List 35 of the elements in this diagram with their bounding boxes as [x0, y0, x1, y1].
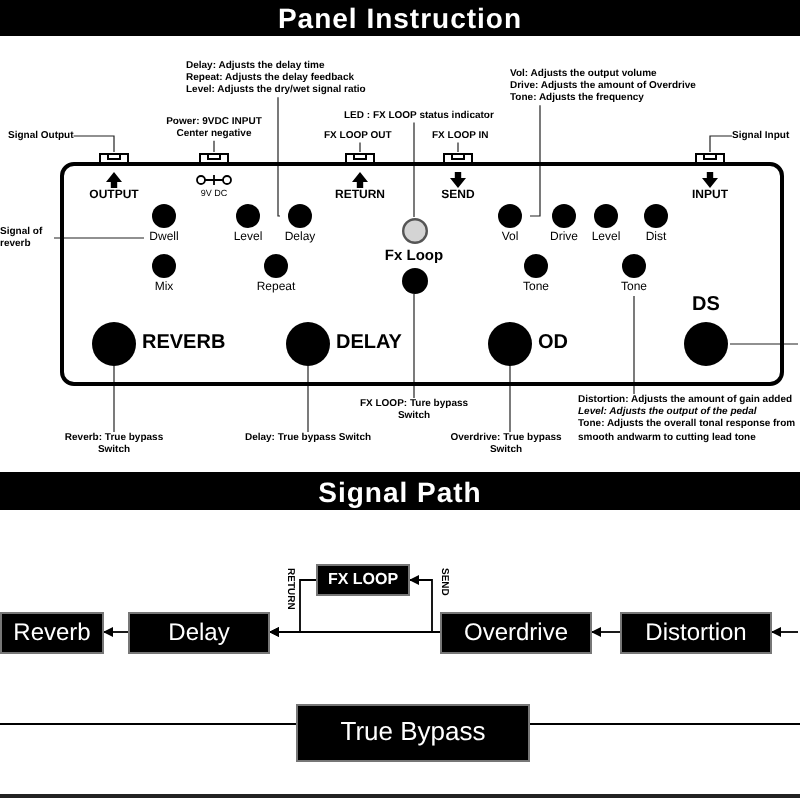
arrow — [591, 627, 621, 637]
process-box: Overdrive — [440, 612, 592, 654]
leader-line — [73, 135, 115, 153]
switch-label: OD — [538, 332, 568, 356]
leader-line — [709, 135, 733, 153]
arrow — [103, 627, 129, 637]
process-box: Reverb — [0, 612, 104, 654]
leader-line — [413, 121, 415, 218]
signal-line — [0, 723, 297, 725]
process-box: FX LOOP — [316, 564, 410, 596]
leader-line — [113, 365, 115, 433]
section-heading: Signal Path — [0, 472, 800, 510]
leader-line — [359, 141, 361, 153]
leader-line — [277, 96, 281, 217]
leader-line — [729, 343, 799, 345]
switch-label: DS — [692, 294, 720, 318]
leader-line — [633, 295, 635, 395]
process-box: Delay — [128, 612, 270, 654]
switch-label: REVERB — [142, 332, 226, 356]
signal-line — [529, 723, 800, 725]
arrow — [409, 575, 441, 633]
led-icon — [401, 217, 427, 243]
leader-line — [213, 140, 215, 153]
process-box: Distortion — [620, 612, 772, 654]
leader-line — [509, 365, 511, 433]
leader-line — [53, 237, 145, 239]
arrow — [269, 579, 317, 637]
section-heading: Panel Instruction — [0, 0, 800, 36]
arrow — [771, 627, 799, 637]
switch-label: DELAY — [336, 332, 402, 356]
leader-line — [529, 104, 541, 217]
leader-line — [307, 365, 309, 433]
leader-line — [413, 293, 415, 399]
process-box: True Bypass — [296, 704, 530, 762]
leader-line — [457, 141, 459, 153]
